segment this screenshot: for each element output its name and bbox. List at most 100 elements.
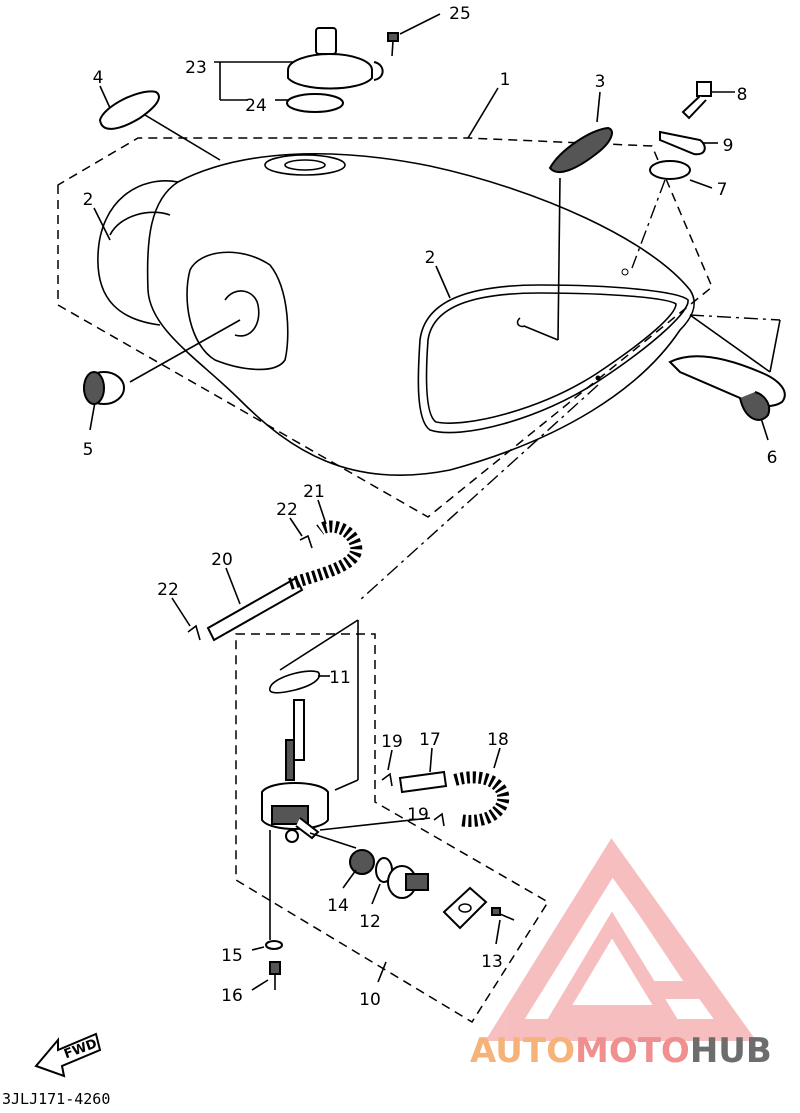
callout-c12: 12 [359, 912, 381, 932]
leader-20 [225, 567, 241, 605]
leader-petcock-19 [319, 817, 431, 831]
watermark-logo [485, 838, 757, 1041]
callout-c5: 5 [83, 440, 94, 460]
fuel-tank [97, 152, 695, 477]
leader-22b [171, 597, 191, 627]
leader-4 [99, 85, 111, 109]
callout-c17: 17 [419, 730, 441, 750]
tank-cap-recess [264, 154, 346, 176]
part-6-bracket [668, 355, 786, 421]
fwd-arrow-icon: FWD [34, 1032, 102, 1078]
leader-21 [317, 499, 327, 525]
callout-c21: 21 [303, 482, 325, 502]
leader-16 [251, 979, 269, 991]
leader-6-tank-c [689, 314, 771, 373]
logo-triangle-inner [547, 911, 678, 1019]
petcock-lever [387, 865, 429, 899]
callout-c10: 10 [359, 990, 381, 1010]
leader-18 [493, 747, 501, 769]
callout-c2b: 2 [425, 248, 436, 268]
callout-c9: 9 [723, 136, 734, 156]
watermark-text: AUTOMOTOHUB [470, 1031, 772, 1071]
leader-1 [467, 87, 499, 139]
part-16-screw [269, 961, 281, 990]
callout-c11: 11 [329, 668, 351, 688]
callout-c7: 7 [717, 180, 728, 200]
callout-c4: 4 [93, 68, 104, 88]
part-15-washer [265, 940, 283, 950]
part-7-washer [649, 160, 691, 180]
tank-emblem-panel-inner [425, 292, 677, 424]
leader-4-tank [139, 111, 221, 161]
tank-front-recess [186, 251, 289, 371]
watermark-hub: HUB [690, 1031, 772, 1071]
leader-15 [251, 946, 265, 951]
part-11-strainer-ring [269, 670, 321, 694]
leader-tank-petcock [359, 384, 599, 601]
part-23-fuel-cap [287, 27, 384, 90]
callout-c23: 23 [185, 58, 207, 78]
part-3-emblem [548, 126, 613, 173]
callout-c16: 16 [221, 986, 243, 1006]
leader-11-group [279, 619, 359, 671]
tank-rear-hole [621, 268, 629, 276]
part-5-plug [83, 371, 125, 405]
tank-emblem-panel [417, 284, 689, 434]
callout-c22a: 22 [276, 500, 298, 520]
leader-6-tank-a [689, 314, 781, 321]
leader-2b [435, 265, 451, 299]
callout-c19a: 19 [381, 732, 403, 752]
part-21-spring-hose [288, 520, 363, 590]
callout-c15: 15 [221, 946, 243, 966]
part-22-clip-b [187, 624, 201, 641]
leader-petcock-fittings [309, 832, 357, 849]
callout-c20: 20 [211, 550, 233, 570]
callout-c2a: 2 [83, 190, 94, 210]
callout-c1: 1 [500, 70, 511, 90]
callout-c24: 24 [245, 96, 267, 116]
tank-shell [146, 152, 695, 477]
leader-11-to-body [334, 779, 359, 791]
leader-3-tank [557, 177, 561, 341]
watermark-auto: AUTO [470, 1031, 575, 1071]
tank-group-outline [57, 137, 713, 518]
leader-6-tank-b [769, 319, 781, 373]
svg-text:AUTOMOTOHUB: AUTOMOTOHUB [470, 1031, 772, 1071]
callout-c19b: 19 [407, 805, 429, 825]
callout-c22b: 22 [157, 580, 179, 600]
part-20-fuel-hose [206, 576, 304, 642]
part-22-clip-a [299, 534, 313, 549]
leader-17 [429, 747, 433, 773]
leader-13 [495, 919, 501, 945]
part-24-gasket [286, 93, 344, 113]
part-19-clip-b [433, 812, 445, 827]
leader-3 [596, 91, 601, 123]
leader-14 [342, 869, 357, 889]
callout-c14: 14 [327, 896, 349, 916]
callout-c8: 8 [737, 85, 748, 105]
leader-7-tank [631, 179, 666, 269]
leader-10 [377, 961, 387, 983]
part-18-spring-hose [453, 771, 510, 827]
leader-19a [387, 749, 393, 771]
part-14-seal [349, 849, 375, 875]
callout-c6: 6 [767, 448, 778, 468]
part-2-rear-cover [109, 211, 171, 236]
callout-c25: 25 [449, 4, 471, 24]
leader-5 [89, 401, 96, 431]
leader-22a [289, 517, 303, 537]
part-4-damper [98, 90, 160, 130]
part-8-bolt [681, 81, 712, 120]
petcock-body [261, 699, 329, 843]
leader-25 [399, 13, 441, 35]
tank-emblem-mark [516, 317, 526, 328]
tank-mount-hole [595, 375, 601, 381]
callout-c3: 3 [595, 72, 606, 92]
tank-rear-cap [97, 180, 179, 326]
part-25-screw [387, 32, 399, 57]
part-17-hose [398, 770, 448, 794]
tank-front-recess-inner [224, 290, 260, 337]
petcock-group-outline [235, 633, 550, 1024]
